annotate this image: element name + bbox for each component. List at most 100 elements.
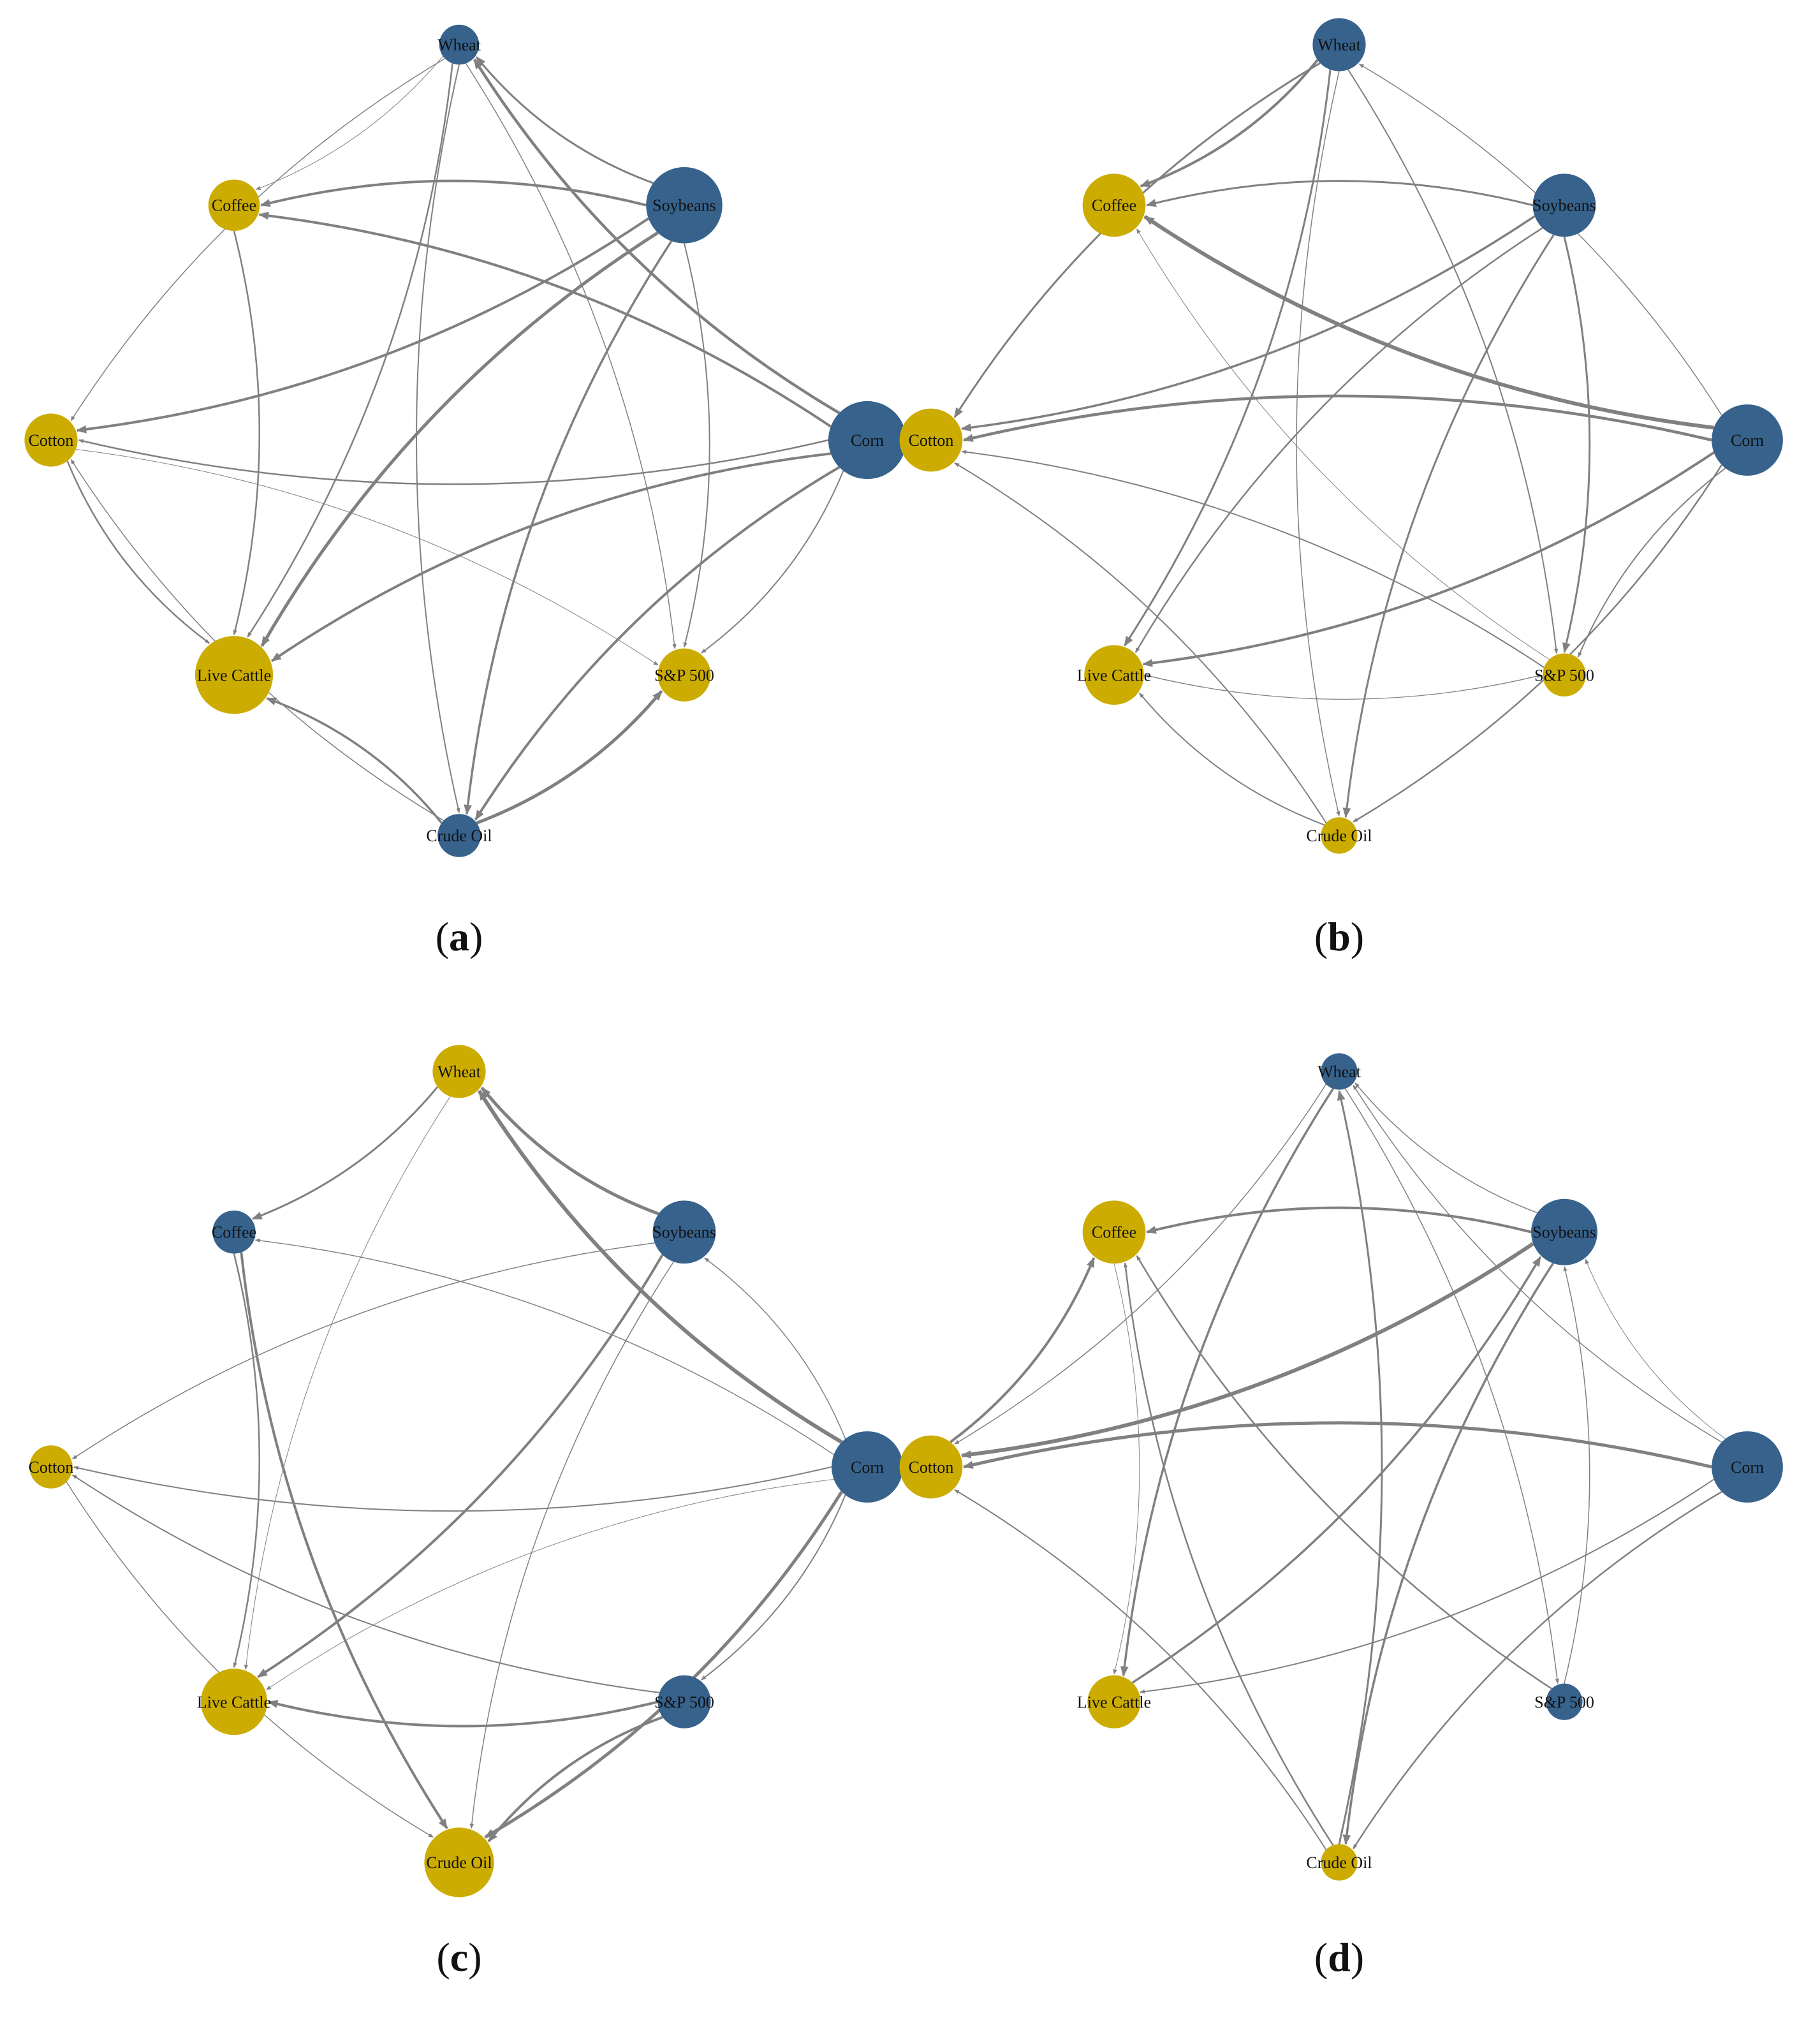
panel-label-close: ): [1351, 1934, 1364, 1980]
edge-SP500-to-Cotton: [71, 1474, 660, 1693]
edge-Wheat-to-LiveCattle: [244, 1096, 451, 1670]
edge-CrudeOil-to-Cotton: [954, 462, 1327, 823]
edge-Wheat-to-SP500: [465, 63, 677, 649]
panel-label-letter: c: [450, 1934, 468, 1980]
edge-Corn-to-Soybeans: [703, 1257, 846, 1440]
node-label-CrudeOil: Crude Oil: [426, 1853, 492, 1872]
panel-label-a: (a): [436, 914, 483, 959]
node-label-LiveCattle: Live Cattle: [1077, 666, 1151, 684]
panel-label-b: (b): [1314, 914, 1364, 959]
edge-Soybeans-to-Wheat: [1354, 1082, 1537, 1214]
panel-label-open: (: [1314, 914, 1328, 959]
edge-Corn-to-Cotton: [962, 394, 1712, 442]
node-label-CrudeOil: Crude Oil: [1306, 827, 1372, 845]
node-CrudeOil: [1321, 1844, 1358, 1881]
edge-Soybeans-to-Wheat: [480, 1086, 659, 1216]
panel-label-letter: d: [1328, 1934, 1351, 1980]
edge-Soybeans-to-LiveCattle: [1134, 227, 1543, 653]
node-label-Corn: Corn: [851, 431, 884, 450]
panel-label-close: ): [468, 1934, 481, 1980]
node-label-SP500: S&P 500: [654, 1693, 714, 1711]
panel-label-open: (: [436, 914, 449, 959]
edge-CrudeOil-to-SP500: [476, 689, 663, 825]
edge-Corn-to-Wheat: [1353, 1084, 1722, 1443]
node-Wheat: [432, 1045, 486, 1098]
node-label-LiveCattle: Live Cattle: [197, 666, 271, 684]
edge-Coffee-to-LiveCattle: [233, 1253, 261, 1668]
node-LiveCattle: [201, 1668, 268, 1735]
edge-LiveCattle-to-SP500: [1143, 674, 1542, 700]
node-Cotton: [899, 408, 963, 472]
edge-Corn-to-CrudeOil: [1353, 464, 1722, 823]
node-LiveCattle: [194, 636, 274, 714]
edge-Corn-to-Cotton: [73, 1466, 832, 1512]
node-label-CrudeOil: Crude Oil: [1306, 1853, 1372, 1872]
node-SP500: [657, 1675, 711, 1728]
node-label-Cotton: Cotton: [909, 1458, 954, 1477]
node-Soybeans: [646, 166, 723, 244]
node-label-Soybeans: Soybeans: [652, 196, 716, 215]
edge-Corn-to-CrudeOil: [1352, 1491, 1722, 1850]
edge-Coffee-to-CrudeOil: [240, 1252, 448, 1830]
edge-Soybeans-to-Wheat: [475, 56, 654, 184]
edge-Wheat-to-LiveCattle: [1124, 70, 1332, 647]
panel-label-close: ): [1351, 914, 1364, 959]
edges: [950, 1082, 1726, 1850]
edge-CrudeOil-to-Wheat: [1337, 1090, 1383, 1845]
edge-Wheat-to-LiveCattle: [1120, 1087, 1334, 1677]
node-label-Soybeans: Soybeans: [652, 1223, 716, 1242]
node-LiveCattle: [1087, 1675, 1141, 1728]
edge-Corn-to-Wheat: [477, 1089, 843, 1444]
node-label-Wheat: Wheat: [1317, 1063, 1361, 1081]
edge-Corn-to-SP500: [1578, 468, 1726, 658]
edge-Wheat-to-CrudeOil: [1296, 71, 1340, 817]
node-label-Coffee: Coffee: [212, 196, 256, 215]
edge-Soybeans-to-CrudeOil: [1342, 1262, 1554, 1845]
node-Coffee: [208, 179, 260, 232]
edge-Soybeans-to-Coffee: [1145, 1206, 1532, 1234]
node-label-Wheat: Wheat: [437, 36, 481, 54]
edge-Corn-to-Coffee: [258, 211, 832, 428]
edge-Soybeans-to-LiveCattle: [257, 1254, 664, 1678]
node-label-Corn: Corn: [851, 1458, 884, 1477]
edge-Corn-to-Soybeans: [1585, 1258, 1726, 1440]
node-Coffee: [1082, 173, 1146, 237]
node-Wheat: [1321, 1053, 1358, 1090]
edge-Wheat-to-Cotton: [953, 62, 1321, 418]
node-label-CrudeOil: Crude Oil: [426, 827, 492, 845]
edge-Soybeans-to-LiveCattle: [260, 231, 659, 647]
node-label-LiveCattle: Live Cattle: [1077, 1693, 1151, 1711]
edge-Soybeans-to-Cotton: [76, 217, 650, 434]
edge-Corn-to-LiveCattle: [265, 1478, 834, 1690]
node-Corn: [832, 1431, 903, 1503]
edge-Corn-to-Wheat: [1358, 63, 1722, 416]
edge-Coffee-to-LiveCattle: [233, 230, 261, 635]
node-label-SP500: S&P 500: [654, 666, 714, 684]
node-Corn: [1712, 1431, 1783, 1503]
edge-Corn-to-LiveCattle: [1142, 451, 1715, 667]
edge-Corn-to-SP500: [701, 1494, 846, 1681]
edge-LiveCattle-to-Soybeans: [1131, 1256, 1542, 1684]
edge-CrudeOil-to-Cotton: [954, 1489, 1327, 1850]
edges: [66, 55, 844, 825]
edge-SP500-to-Soybeans: [1563, 1265, 1590, 1684]
edge-Wheat-to-Cotton: [70, 58, 445, 422]
node-LiveCattle: [1084, 645, 1144, 705]
edge-Wheat-to-SP500: [1344, 1088, 1560, 1684]
node-label-Cotton: Cotton: [29, 1458, 74, 1477]
edge-Soybeans-to-Cotton: [960, 1242, 1534, 1459]
edge-SP500-to-Cotton: [961, 450, 1545, 668]
edge-Soybeans-to-SP500: [683, 243, 710, 648]
edge-Wheat-to-LiveCattle: [247, 63, 453, 638]
node-Cotton: [24, 413, 78, 467]
edge-Corn-to-SP500: [701, 470, 844, 654]
